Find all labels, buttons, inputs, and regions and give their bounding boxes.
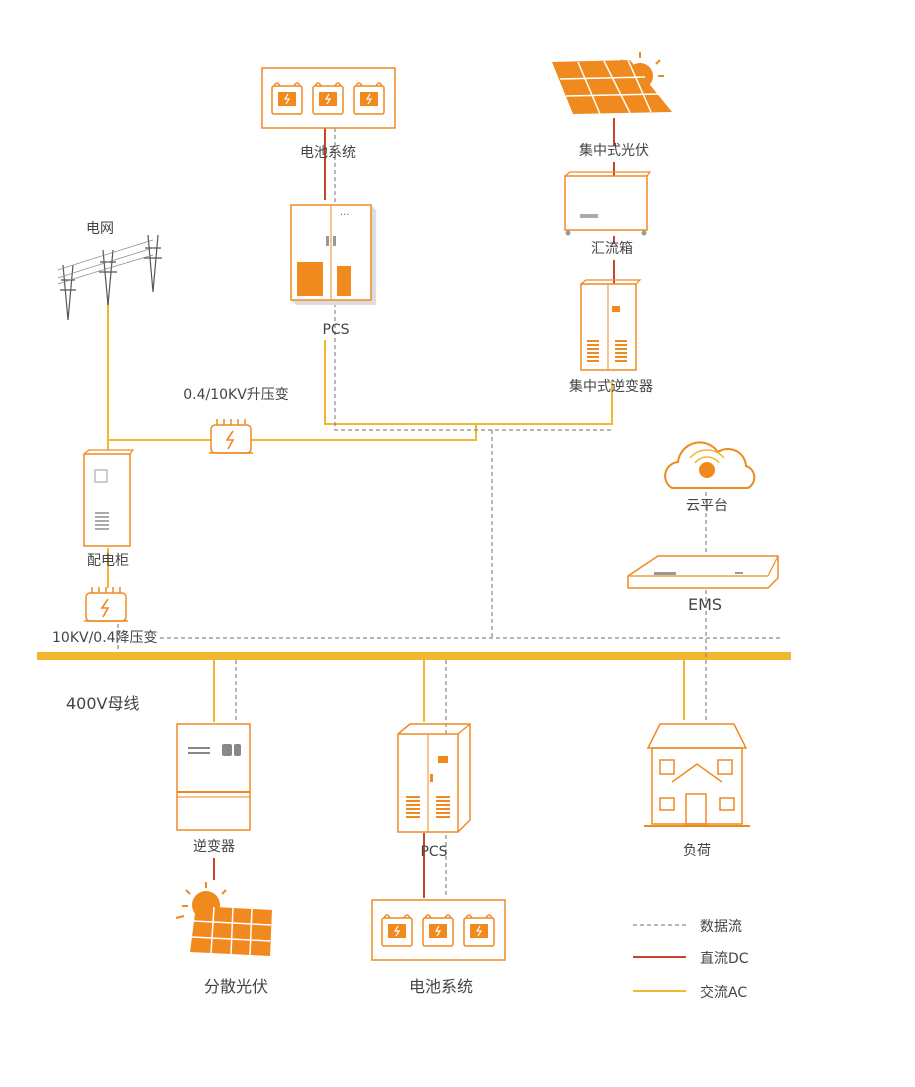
load-label: 负荷	[683, 843, 711, 859]
central-pv-label: 集中式光伏	[579, 143, 649, 159]
battery-system-top-label: 电池系统	[300, 145, 356, 161]
battery-system-bottom-label: 电池系统	[408, 977, 474, 996]
inverter-label: 逆变器	[193, 839, 235, 855]
cloud-platform-label: 云平台	[686, 498, 728, 514]
legend-data-flow-label: 数据流	[700, 919, 742, 935]
battery-rack-icon	[261, 67, 396, 129]
transformer-icon	[83, 586, 129, 622]
legend	[633, 924, 686, 992]
house-icon	[644, 723, 750, 827]
switchgear-icon	[83, 449, 135, 547]
combiner-box-icon	[564, 171, 652, 236]
string-inverter-icon	[176, 723, 251, 831]
central-inverter-icon	[580, 279, 642, 371]
pcs-cabinet-icon	[397, 723, 471, 833]
pcs-top-label: PCS	[322, 322, 350, 338]
cloud-icon	[664, 441, 756, 489]
ems-label: EMS	[687, 595, 723, 614]
step-down-transformer-label: 10KV/0.4降压变	[52, 630, 158, 646]
grid-label: 电网	[86, 221, 114, 237]
solar-panel-icon	[175, 882, 272, 956]
switchgear-label: 配电柜	[87, 553, 129, 569]
distributed-pv-label: 分散光伏	[203, 977, 269, 996]
battery-rack-icon	[371, 899, 506, 961]
pcs-cabinet-icon: ···	[290, 204, 376, 305]
ac-lines	[107, 300, 685, 722]
power-tower-icon	[57, 234, 162, 321]
step-up-transformer-label: 0.4/10KV升压变	[183, 387, 289, 403]
legend-ac-label: 交流AC	[700, 985, 748, 1001]
bus-label: 400V母线	[66, 694, 140, 713]
bus-bar	[37, 652, 791, 660]
central-inverter-label: 集中式逆变器	[569, 379, 653, 395]
transformer-icon	[208, 418, 254, 454]
svg-text:···: ···	[340, 210, 350, 221]
legend-dc-label: 直流DC	[700, 951, 749, 967]
combiner-box-label: 汇流箱	[591, 241, 633, 257]
pcs-bottom-label: PCS	[420, 844, 448, 860]
ems-device-icon	[627, 555, 779, 589]
solar-panel-icon	[552, 52, 672, 115]
